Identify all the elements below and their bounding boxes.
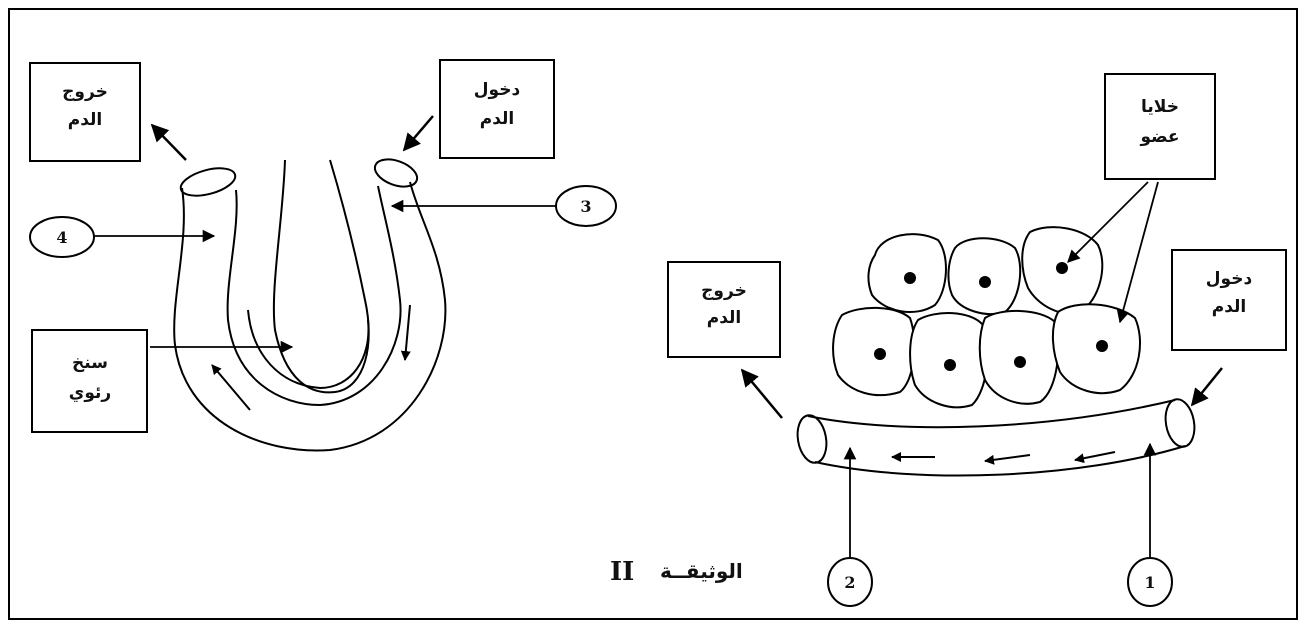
cell-nuclei bbox=[874, 262, 1108, 371]
alveolus-line2: رئوي bbox=[69, 383, 111, 403]
box-blood-exit-left: خروج الدم bbox=[29, 62, 141, 162]
number-3: 3 bbox=[555, 185, 617, 227]
svg-text:1: 1 bbox=[1144, 573, 1155, 592]
box-organ-cells: خلايا عضو bbox=[1104, 73, 1216, 180]
box-blood-exit-right: خروج الدم bbox=[667, 261, 781, 358]
svg-text:4: 4 bbox=[56, 228, 67, 247]
caption-text: الوثيقــة bbox=[660, 559, 743, 583]
svg-text:3: 3 bbox=[580, 197, 591, 216]
document-frame bbox=[8, 8, 1298, 620]
number-1: 1 bbox=[1127, 557, 1173, 607]
blood-entry-left-line2: الدم bbox=[480, 109, 515, 129]
number-2: 2 bbox=[827, 557, 873, 607]
left-pointers bbox=[95, 115, 556, 354]
blood-exit-right-line2: الدم bbox=[707, 308, 742, 328]
blood-exit-left-line1: خروج bbox=[62, 82, 108, 102]
right-pointers bbox=[740, 181, 1223, 560]
document-caption: II الوثيقــة bbox=[610, 557, 743, 587]
blood-entry-right-line2: الدم bbox=[1212, 297, 1247, 317]
organ-cells-line1: خلايا bbox=[1141, 97, 1179, 117]
box-blood-entry-left: دخول الدم bbox=[439, 59, 555, 159]
blood-entry-right-line1: دخول bbox=[1206, 269, 1253, 289]
organ-cells bbox=[832, 226, 1141, 409]
number-4: 4 bbox=[29, 216, 95, 258]
u-capillary bbox=[173, 158, 447, 452]
flow-arrows-left bbox=[211, 304, 411, 411]
box-alveolus: سنخ رئوي bbox=[31, 329, 148, 433]
flow-arrows-right bbox=[891, 451, 1116, 465]
box-blood-entry-right: دخول الدم bbox=[1171, 249, 1287, 351]
blood-entry-left-line1: دخول bbox=[474, 80, 521, 100]
svg-text:2: 2 bbox=[844, 573, 855, 592]
blood-exit-left-line2: الدم bbox=[68, 110, 103, 130]
blood-exit-right-line1: خروج bbox=[701, 281, 747, 301]
organ-cells-line2: عضو bbox=[1139, 127, 1179, 147]
caption-roman: II bbox=[610, 557, 634, 587]
straight-capillary bbox=[796, 398, 1196, 477]
alveolus-line1: سنخ bbox=[72, 353, 108, 373]
